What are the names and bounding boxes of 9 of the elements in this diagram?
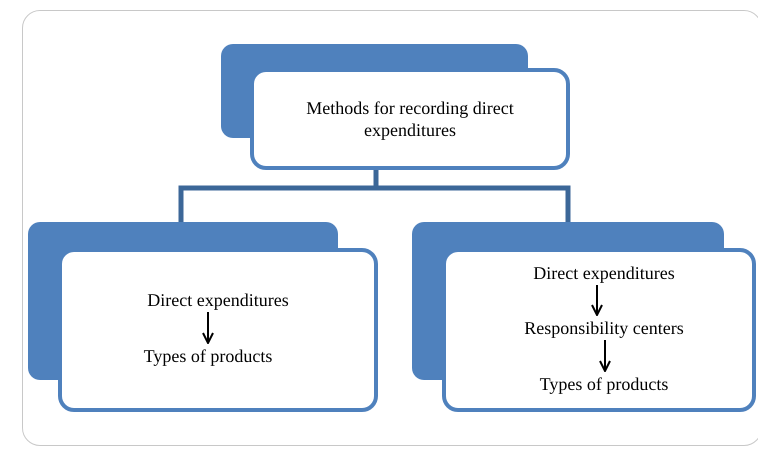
box-title: Methods for recording direct expenditures xyxy=(305,97,515,141)
step-text: Direct expenditures xyxy=(147,289,289,311)
step-text: Direct expenditures xyxy=(533,262,675,284)
arrow xyxy=(599,340,611,372)
step-text: Types of products xyxy=(144,345,272,367)
step-text: Responsibility centers xyxy=(524,317,684,339)
step-text: Types of products xyxy=(540,373,668,395)
arrow xyxy=(202,312,214,344)
arrow xyxy=(591,285,603,316)
